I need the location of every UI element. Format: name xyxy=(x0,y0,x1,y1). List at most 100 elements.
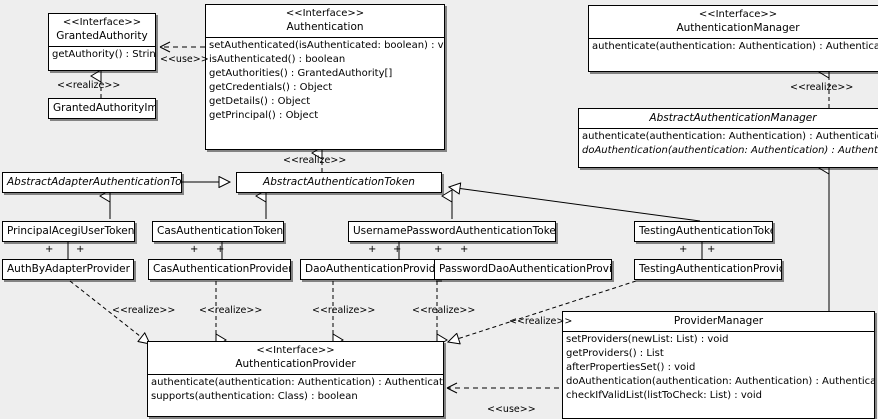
class-username-password-authentication-token[interactable]: UsernamePasswordAuthenticationToken xyxy=(348,221,556,242)
class-name: UsernamePasswordAuthenticationToken xyxy=(353,225,556,237)
edge-label-realize-granted-impl: <<realize>> xyxy=(57,80,121,91)
association-plus-mark: + xyxy=(393,244,402,255)
operations-compartment: setAuthenticated(isAuthenticated: boolea… xyxy=(206,37,444,124)
class-abstract-authentication-token[interactable]: AbstractAuthenticationToken xyxy=(236,172,442,193)
class-name: PasswordDaoAuthenticationProvider xyxy=(439,263,612,275)
operation: getProviders() : List xyxy=(566,348,664,359)
class-name: Authentication xyxy=(286,21,364,33)
class-authentication-provider[interactable]: <<Interface>> AuthenticationProvider aut… xyxy=(147,341,444,417)
class-name: AbstractAuthenticationManager xyxy=(649,112,817,124)
class-header: AbstractAdapterAuthenticationToken xyxy=(3,173,181,192)
class-header: PasswordDaoAuthenticationProvider xyxy=(435,260,611,279)
class-name: AuthByAdapterProvider xyxy=(7,263,130,275)
operation: setProviders(newList: List) : void xyxy=(566,334,729,345)
class-header: AbstractAuthenticationManager xyxy=(579,109,878,128)
edge-label-realize-dao-provider: <<realize>> xyxy=(312,305,376,316)
class-header: CasAuthenticationToken xyxy=(153,222,283,241)
class-name: CasAuthenticationProvider xyxy=(153,263,291,275)
class-auth-by-adapter-provider[interactable]: AuthByAdapterProvider xyxy=(2,259,134,280)
class-dao-authentication-provider[interactable]: DaoAuthenticationProvider xyxy=(300,259,440,280)
operations-compartment: setProviders(newList: List) : void getPr… xyxy=(563,331,874,404)
edge-label-realize-auth-by-adapter: <<realize>> xyxy=(112,305,176,316)
operation: getAuthority() : String xyxy=(52,49,156,60)
class-header: UsernamePasswordAuthenticationToken xyxy=(349,222,555,241)
operation: getPrincipal() : Object xyxy=(209,110,319,121)
class-header: AuthByAdapterProvider xyxy=(3,260,133,279)
class-header: GrantedAuthorityImpl xyxy=(49,99,155,118)
stereotype-label: <<Interface>> xyxy=(698,9,778,20)
class-header: CasAuthenticationProvider xyxy=(149,260,290,279)
association-plus-mark: + xyxy=(190,244,199,255)
class-abstract-authentication-manager[interactable]: AbstractAuthenticationManager authentica… xyxy=(578,108,878,168)
operation: authenticate(authentication: Authenticat… xyxy=(592,41,878,52)
edge-label-realize-password-dao-provider: <<realize>> xyxy=(412,305,476,316)
class-abstract-adapter-authentication-token[interactable]: AbstractAdapterAuthenticationToken xyxy=(2,172,182,193)
class-name: DaoAuthenticationProvider xyxy=(305,263,440,275)
class-header: <<Interface>> Authentication xyxy=(206,5,444,37)
association-plus-mark: + xyxy=(679,244,688,255)
class-header: <<Interface>> AuthenticationManager xyxy=(589,6,878,38)
association-plus-mark: + xyxy=(707,244,716,255)
class-cas-authentication-token[interactable]: CasAuthenticationToken xyxy=(152,221,284,242)
operation: getCredentials() : Object xyxy=(209,82,333,93)
class-name: AbstractAdapterAuthenticationToken xyxy=(7,176,182,188)
class-header: TestingAuthenticationToken xyxy=(635,222,772,241)
class-name: GrantedAuthority xyxy=(56,30,148,42)
class-name: CasAuthenticationToken xyxy=(157,225,284,237)
operation: doAuthentication(authentication: Authent… xyxy=(582,145,878,156)
operation: supports(authentication: Class) : boolea… xyxy=(151,391,358,402)
operations-compartment: authenticate(authentication: Authenticat… xyxy=(589,38,878,55)
operation: setAuthenticated(isAuthenticated: boolea… xyxy=(209,40,445,51)
edge-label-use-provider-manager: <<use>> xyxy=(487,404,536,415)
class-name: AuthenticationManager xyxy=(676,22,800,34)
class-principal-acegi-user-token[interactable]: PrincipalAcegiUserToken xyxy=(2,221,135,242)
class-authentication-manager[interactable]: <<Interface>> AuthenticationManager auth… xyxy=(588,5,878,72)
operation: authenticate(authentication: Authenticat… xyxy=(582,131,878,142)
operation: doAuthentication(authentication: Authent… xyxy=(566,376,875,387)
stereotype-label: <<Interface>> xyxy=(62,17,142,28)
association-plus-mark: + xyxy=(460,244,469,255)
class-name: ProviderManager xyxy=(673,315,764,327)
association-plus-mark: + xyxy=(45,244,54,255)
operation: afterPropertiesSet() : void xyxy=(566,362,696,373)
class-header: <<Interface>> AuthenticationProvider xyxy=(148,342,443,374)
class-header: PrincipalAcegiUserToken xyxy=(3,222,134,241)
edge-label-realize-testing-provider: <<realize>> xyxy=(509,316,573,327)
operations-compartment: getAuthority() : String xyxy=(49,46,155,63)
operation: authenticate(authentication: Authenticat… xyxy=(151,377,444,388)
edge-label-use-authentication-granted: <<use>> xyxy=(160,54,209,65)
edge-label-realize-authentication-manager: <<realize>> xyxy=(790,82,854,93)
class-name: AbstractAuthenticationToken xyxy=(263,176,415,188)
class-cas-authentication-provider[interactable]: CasAuthenticationProvider xyxy=(148,259,291,280)
operation: getAuthorities() : GrantedAuthority[] xyxy=(209,68,393,79)
class-granted-authority-impl[interactable]: GrantedAuthorityImpl xyxy=(48,98,156,119)
operation: getDetails() : Object xyxy=(209,96,311,107)
operation: isAuthenticated() : boolean xyxy=(209,54,346,65)
class-granted-authority[interactable]: <<Interface>> GrantedAuthority getAuthor… xyxy=(48,13,156,71)
association-plus-mark: + xyxy=(216,244,225,255)
operations-compartment: authenticate(authentication: Authenticat… xyxy=(148,374,443,405)
association-plus-mark: + xyxy=(434,244,443,255)
class-name: GrantedAuthorityImpl xyxy=(53,102,156,114)
class-authentication[interactable]: <<Interface>> Authentication setAuthenti… xyxy=(205,4,445,150)
operation: checkIfValidList(listToCheck: List) : vo… xyxy=(566,390,763,401)
class-header: <<Interface>> GrantedAuthority xyxy=(49,14,155,46)
class-name: AuthenticationProvider xyxy=(235,358,356,370)
class-header: AbstractAuthenticationToken xyxy=(237,173,441,192)
association-plus-mark: + xyxy=(76,244,85,255)
class-password-dao-authentication-provider[interactable]: PasswordDaoAuthenticationProvider xyxy=(434,259,612,280)
stereotype-label: <<Interface>> xyxy=(256,345,335,356)
class-header: TestingAuthenticationProvider xyxy=(635,260,781,279)
class-header: DaoAuthenticationProvider xyxy=(301,260,439,279)
edge-label-realize-authentication-token: <<realize>> xyxy=(283,155,347,166)
class-testing-authentication-token[interactable]: TestingAuthenticationToken xyxy=(634,221,773,242)
stereotype-label: <<Interface>> xyxy=(285,8,365,19)
class-header: ProviderManager xyxy=(563,312,874,331)
class-name: TestingAuthenticationProvider xyxy=(639,263,782,275)
class-provider-manager[interactable]: ProviderManager setProviders(newList: Li… xyxy=(562,311,875,419)
class-name: PrincipalAcegiUserToken xyxy=(7,225,135,237)
operations-compartment: authenticate(authentication: Authenticat… xyxy=(579,128,878,159)
edge-label-realize-cas-provider: <<realize>> xyxy=(199,305,263,316)
class-testing-authentication-provider[interactable]: TestingAuthenticationProvider xyxy=(634,259,782,280)
